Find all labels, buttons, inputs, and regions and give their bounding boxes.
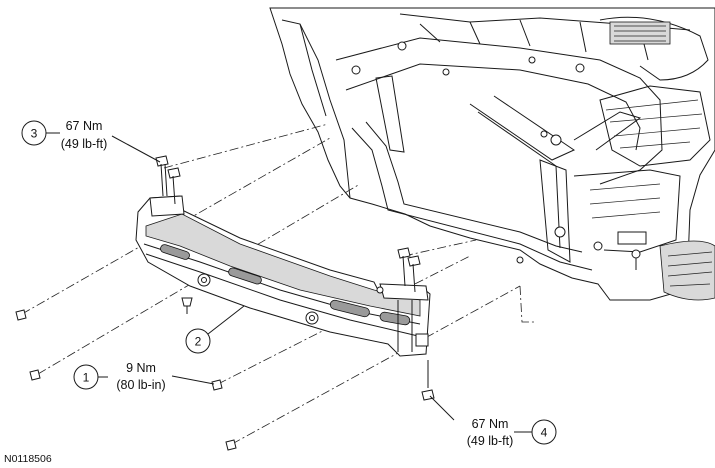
torque-imperial: (49 lb-ft) [61, 137, 108, 151]
bolt-callout-3 [155, 155, 181, 205]
torque-imperial: (80 lb-in) [116, 378, 165, 392]
torque-imperial: (49 lb-ft) [467, 434, 514, 448]
vehicle-front-structure [269, 7, 715, 301]
callout-number: 4 [541, 426, 548, 440]
torque-metric: 9 Nm [126, 361, 156, 375]
callout-number: 3 [31, 127, 38, 141]
leader-lines [46, 132, 532, 433]
bolt-callout-4 [397, 247, 435, 401]
fasteners [15, 155, 435, 451]
callout-1: 1 9 Nm (80 lb-in) [73, 361, 166, 392]
bumper-reinforcement-beam [135, 195, 431, 357]
callout-4: 4 67 Nm (49 lb-ft) [467, 417, 557, 448]
figure-id: N0118506 [4, 453, 52, 465]
callout-number: 1 [83, 371, 90, 385]
screw-fasteners [15, 286, 384, 451]
callout-2: 2 [185, 328, 211, 354]
callout-3: 3 67 Nm (49 lb-ft) [21, 119, 108, 151]
torque-metric: 67 Nm [472, 417, 509, 431]
torque-metric: 67 Nm [66, 119, 103, 133]
callout-number: 2 [195, 335, 202, 349]
